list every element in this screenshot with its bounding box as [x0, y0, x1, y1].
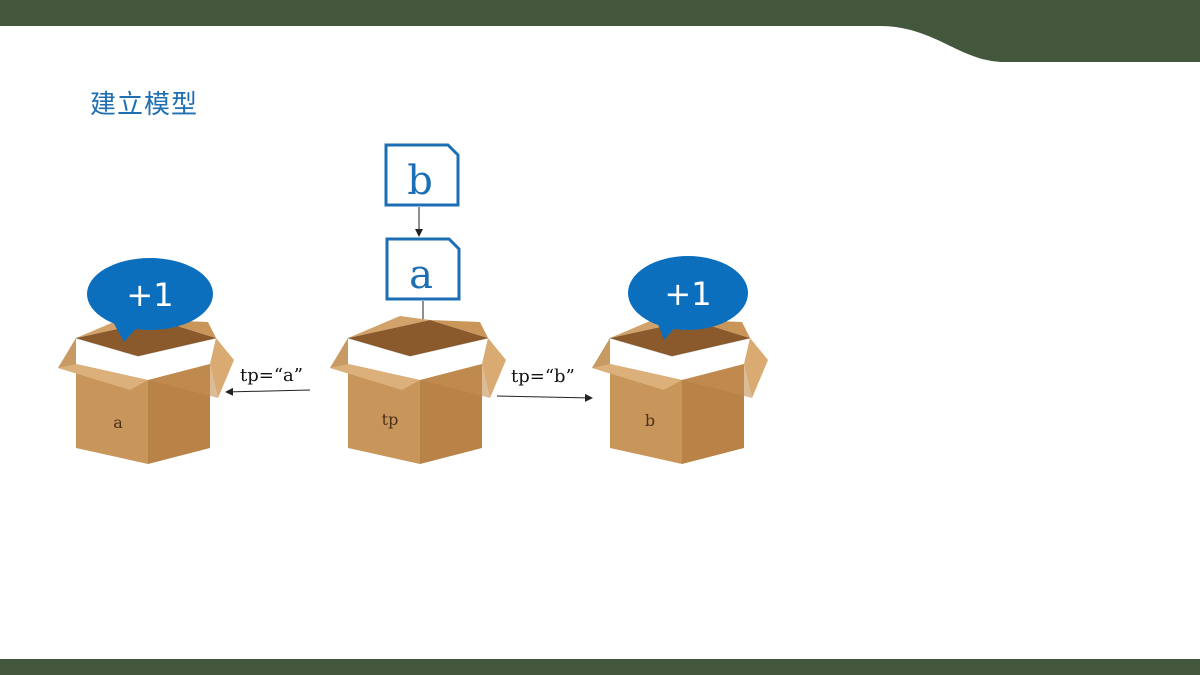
- bottom-band: [0, 659, 1200, 675]
- box-tp: tp: [329, 315, 507, 465]
- bubble-right-label: +1: [664, 275, 711, 313]
- arrow-right-label: tp=“b”: [511, 366, 575, 387]
- bubble-right: +1: [628, 256, 748, 340]
- card-b: b: [384, 143, 460, 207]
- arrow-left-label: tp=“a”: [240, 365, 303, 386]
- box-tp-label: tp: [382, 410, 399, 429]
- box-a: a: [57, 315, 235, 465]
- arrow-left: tp=“a”: [225, 365, 311, 396]
- box-b-label: b: [645, 411, 655, 430]
- bubble-left: +1: [87, 258, 213, 342]
- card-a-label: a: [409, 252, 433, 298]
- top-band: [0, 0, 1200, 62]
- arrow-right: tp=“b”: [496, 366, 593, 402]
- slide-title: 建立模型: [90, 90, 199, 120]
- card-a: a: [385, 237, 461, 301]
- bubble-left-label: +1: [126, 276, 173, 314]
- box-a-label: a: [113, 413, 123, 432]
- card-b-label: b: [407, 158, 433, 204]
- box-b: b: [591, 315, 769, 465]
